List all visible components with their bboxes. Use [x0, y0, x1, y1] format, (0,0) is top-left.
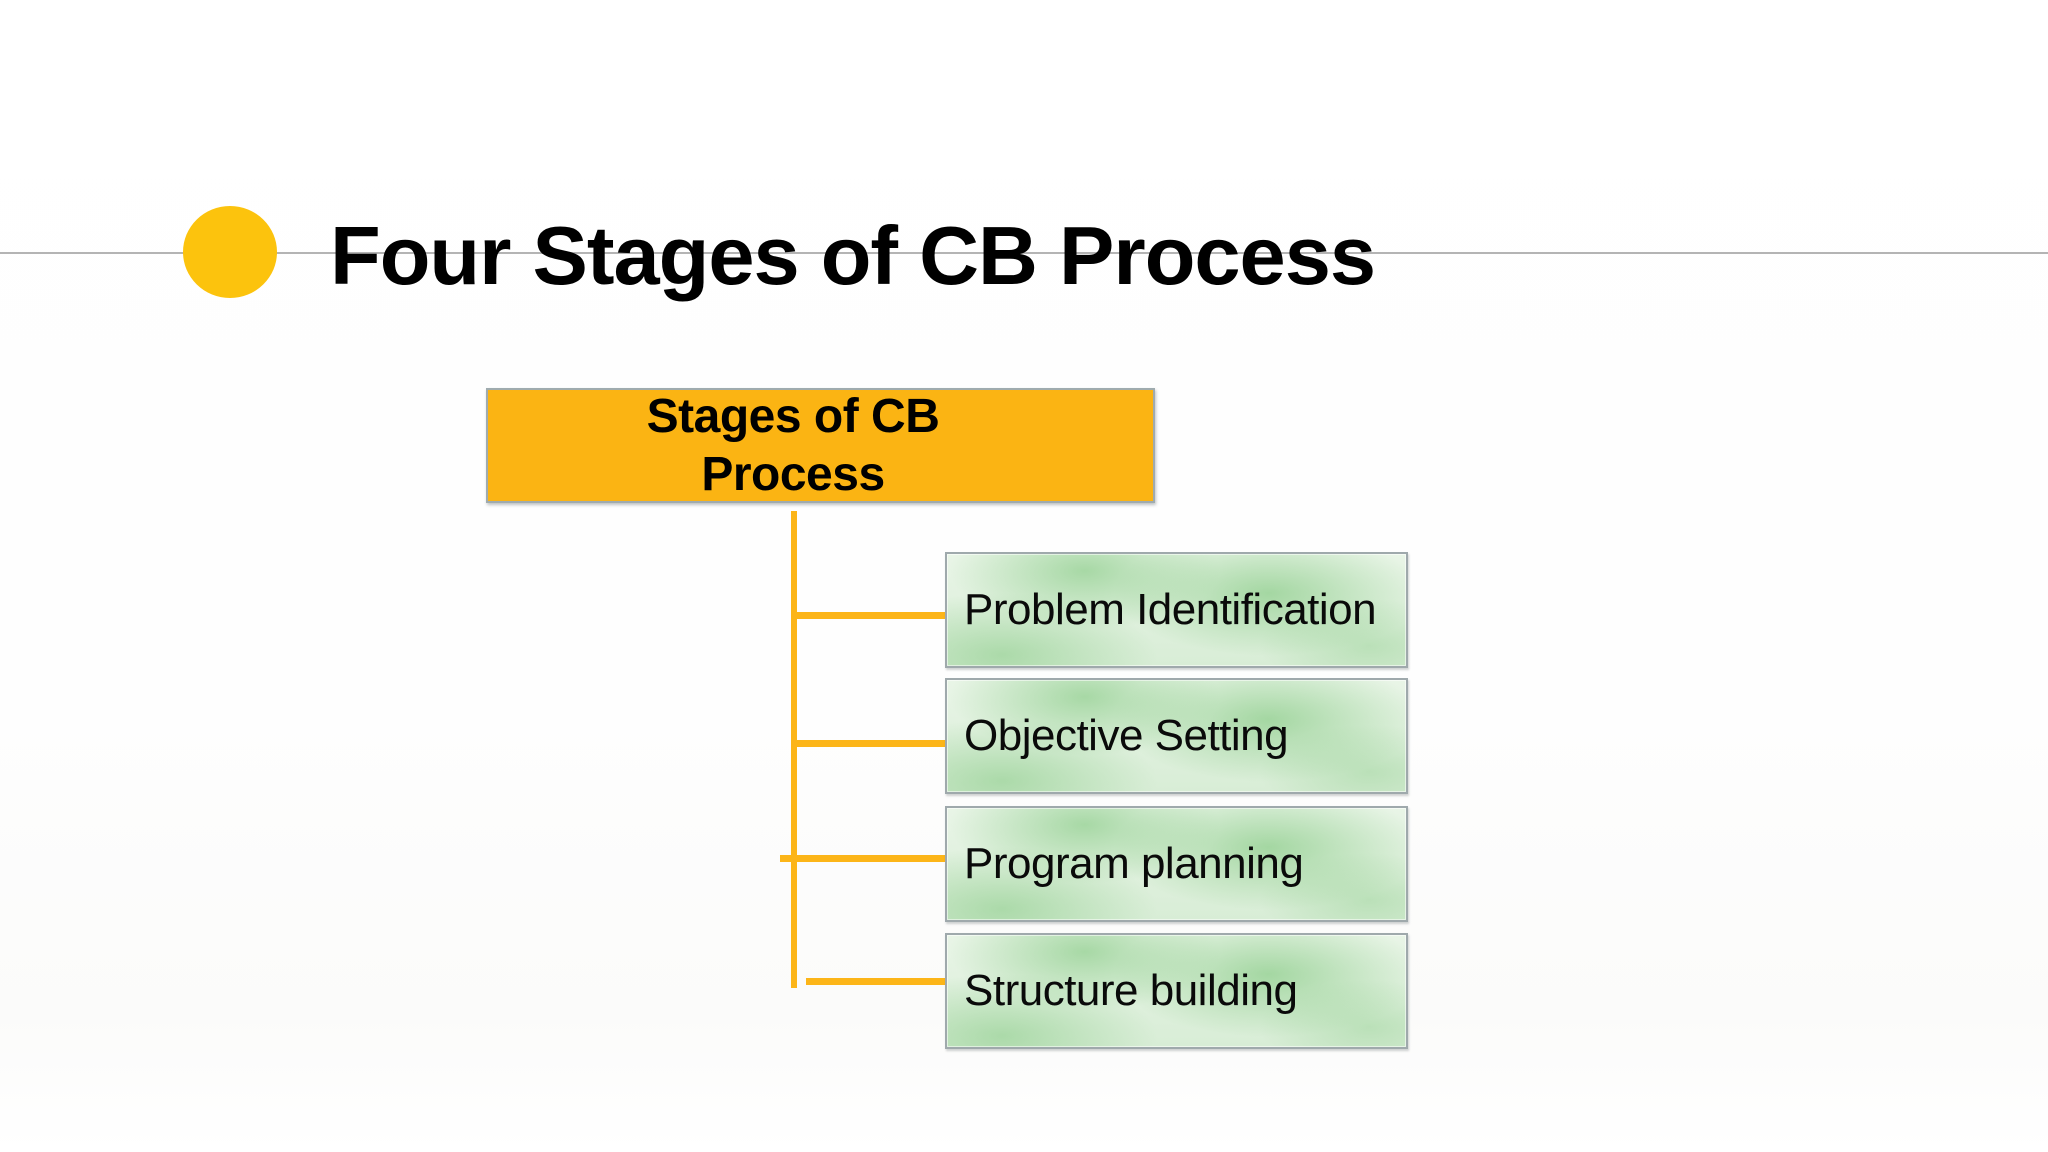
stage-node-objective-setting: Objective Setting — [945, 678, 1408, 794]
title-bar: Four Stages of CB Process — [330, 198, 1376, 312]
stage-node-program-planning: Program planning — [945, 806, 1408, 922]
slide-title: Four Stages of CB Process — [330, 208, 1376, 302]
stage-node-problem-identification: Problem Identification — [945, 552, 1408, 668]
stage-node-label: Structure building — [964, 966, 1298, 1015]
stage-node-label: Objective Setting — [964, 711, 1289, 760]
root-node-label-line2: Process — [701, 447, 885, 501]
stage-node-label: Program planning — [964, 839, 1304, 888]
connector-branch-problem-identification — [794, 612, 946, 619]
stage-node-label: Problem Identification — [964, 585, 1377, 634]
title-bullet-circle-icon — [183, 206, 277, 298]
title-rule-line — [0, 252, 2048, 254]
connector-branch-program-planning — [780, 855, 946, 862]
connector-vertical-line — [791, 511, 797, 988]
root-node-label-line1: Stages of CB — [646, 389, 940, 443]
connector-branch-objective-setting — [794, 740, 946, 747]
stage-node-structure-building: Structure building — [945, 933, 1408, 1049]
root-node-stages-of-cb-process: Stages of CB Process — [486, 388, 1155, 503]
connector-branch-structure-building — [806, 978, 946, 985]
